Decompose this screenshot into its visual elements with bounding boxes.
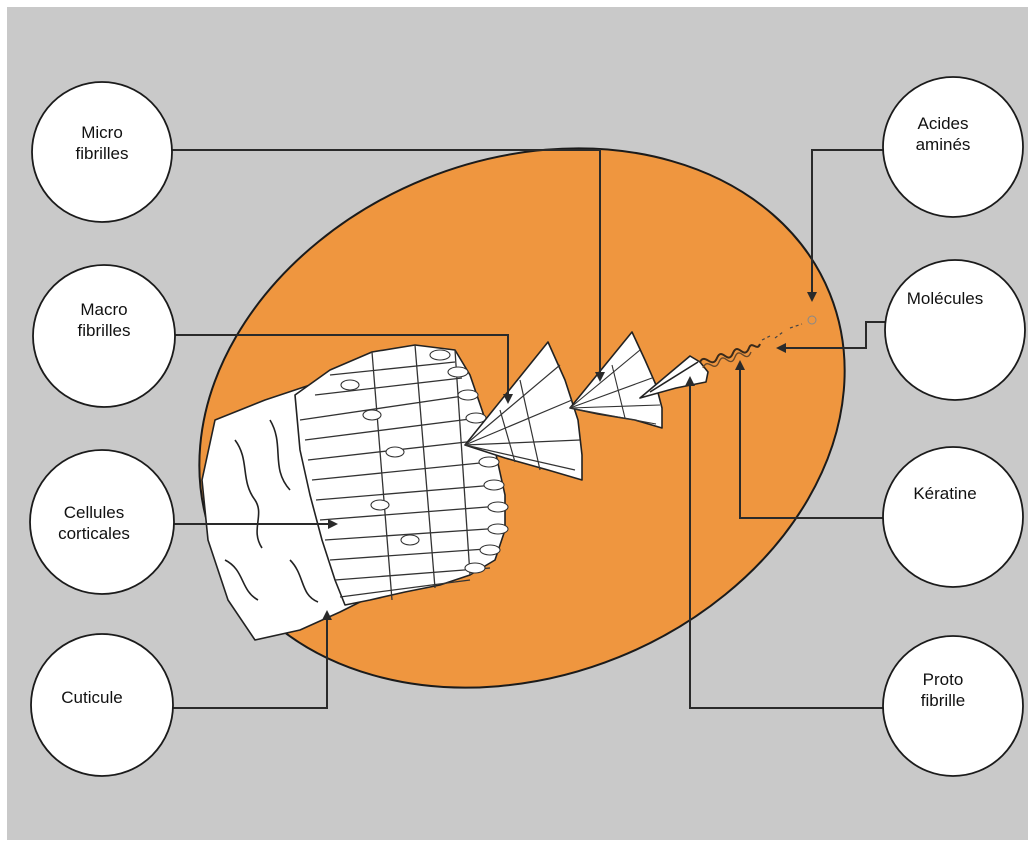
bubble-molecules [884, 259, 1026, 401]
bubble-cuticule [30, 633, 174, 777]
keratin-helix [699, 343, 761, 364]
label-bubbles [29, 76, 1026, 777]
macrofibril-cone [464, 341, 583, 481]
bubble-protofibrille [882, 635, 1024, 777]
bubble-microfibrilles [31, 81, 173, 223]
bubble-macrofibrilles [32, 264, 176, 408]
connector-keratine [735, 360, 884, 519]
connector-cuticule [172, 610, 332, 709]
connector-microfibrilles [172, 149, 605, 382]
cortical-bundle [294, 344, 506, 606]
bubble-keratine [882, 446, 1024, 588]
connector-molecules [776, 321, 885, 353]
bubble-cellules-corticales [29, 449, 175, 595]
hair-fiber-illustration [201, 315, 817, 641]
bubble-acides-amines [882, 76, 1024, 218]
connector-acides-amines [807, 149, 883, 302]
connector-lines [172, 149, 885, 709]
amino-acid-dot [807, 315, 817, 325]
connector-macrofibrilles [175, 334, 513, 404]
molecule-chain [761, 323, 803, 341]
connector-protofibrille [685, 376, 884, 709]
